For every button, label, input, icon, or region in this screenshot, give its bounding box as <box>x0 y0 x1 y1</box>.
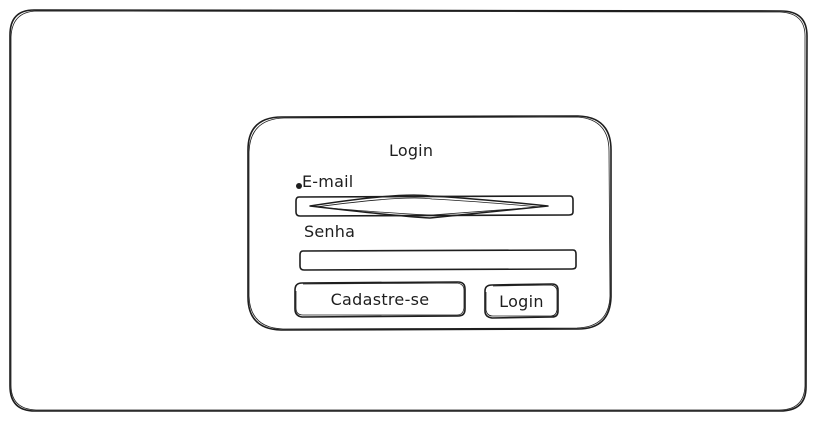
email-input[interactable] <box>298 198 571 214</box>
login-title: Login <box>389 141 434 160</box>
register-button[interactable]: Cadastre-se <box>296 283 464 316</box>
login-button[interactable]: Login <box>486 285 557 317</box>
email-label: E-mail <box>302 172 354 191</box>
password-label: Senha <box>304 222 356 241</box>
password-input[interactable] <box>302 252 574 268</box>
